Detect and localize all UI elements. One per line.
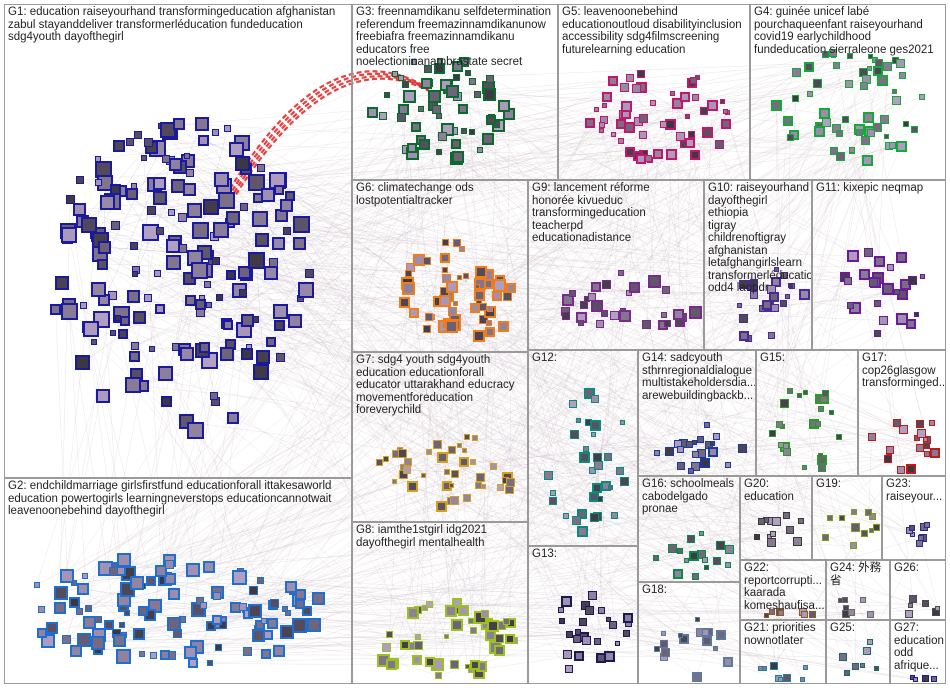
group-box-g2: G2: endchildmarriage girlsfirstfund educ… bbox=[4, 478, 352, 684]
group-label: G17: cop26glasgow transforminged... bbox=[862, 352, 943, 390]
group-box-g12: G12: bbox=[528, 350, 638, 546]
group-box-g1: G1: education raiseyourhand transforming… bbox=[4, 4, 352, 478]
group-label: G8: iamthe1stgirl idg2021 dayofthegirl m… bbox=[356, 524, 525, 549]
group-label: G2: endchildmarriage girlsfirstfund educ… bbox=[8, 480, 349, 518]
group-label: G23: raiseyour... bbox=[886, 478, 943, 503]
group-box-g24: G24: 外務 省 bbox=[826, 560, 890, 620]
group-label: G3: freennamdikanu selfdetermination ref… bbox=[356, 6, 555, 69]
group-box-g22: G22: reportcorrupti... kaarada komeshauf… bbox=[740, 560, 826, 620]
group-label: G16: schoolmeals cabodelgado pronae bbox=[642, 478, 737, 516]
group-box-g19: G19: bbox=[812, 476, 882, 560]
group-label: G22: reportcorrupti... kaarada komeshauf… bbox=[744, 562, 823, 612]
group-label: G27: education odd afrique... bbox=[894, 622, 943, 672]
group-box-g15: G15: bbox=[756, 350, 858, 476]
group-box-g4: G4: guinée unicef labé pourchaqueenfant … bbox=[750, 4, 946, 180]
group-label: G14: sadcyouth sthrnregionaldialogue mul… bbox=[642, 352, 753, 402]
group-label: G5: leavenoonebehind educationoutloud di… bbox=[562, 6, 747, 56]
group-box-g20: G20: education bbox=[740, 476, 812, 560]
group-box-g21: G21: priorities nownotlater bbox=[740, 620, 826, 684]
group-box-g11: G11: kixepic neqmap bbox=[812, 180, 946, 350]
group-box-g7: G7: sdg4 youth sdg4youth education educa… bbox=[352, 352, 528, 522]
group-label: G18: bbox=[642, 584, 737, 597]
group-box-g10: G10: raiseyourhand dayofthegirl ethiopia… bbox=[704, 180, 812, 350]
group-box-g6: G6: climatechange ods lostpotentialtrack… bbox=[352, 180, 528, 352]
group-box-g27: G27: education odd afrique... bbox=[890, 620, 946, 684]
group-label: G4: guinée unicef labé pourchaqueenfant … bbox=[754, 6, 943, 56]
group-label: G6: climatechange ods lostpotentialtrack… bbox=[356, 182, 525, 207]
group-label: G26: bbox=[894, 562, 943, 575]
group-box-g16: G16: schoolmeals cabodelgado pronae bbox=[638, 476, 740, 582]
group-box-g25: G25: bbox=[826, 620, 890, 684]
group-box-g8: G8: iamthe1stgirl idg2021 dayofthegirl m… bbox=[352, 522, 528, 684]
group-box-g26: G26: bbox=[890, 560, 946, 620]
group-box-g3: G3: freennamdikanu selfdetermination ref… bbox=[352, 4, 558, 180]
group-label: G9: lancement réforme honorée kivueduc t… bbox=[532, 182, 701, 245]
group-label: G19: bbox=[816, 478, 879, 491]
group-label: G25: bbox=[830, 622, 887, 635]
group-label: G1: education raiseyourhand transforming… bbox=[8, 6, 349, 44]
group-box-g23: G23: raiseyour... bbox=[882, 476, 946, 560]
group-box-g14: G14: sadcyouth sthrnregionaldialogue mul… bbox=[638, 350, 756, 476]
group-box-g18: G18: bbox=[638, 582, 740, 684]
group-box-g9: G9: lancement réforme honorée kivueduc t… bbox=[528, 180, 704, 350]
group-label: G21: priorities nownotlater bbox=[744, 622, 823, 647]
group-box-g5: G5: leavenoonebehind educationoutloud di… bbox=[558, 4, 750, 180]
group-label: G12: bbox=[532, 352, 635, 365]
group-label: G13: bbox=[532, 548, 635, 561]
group-label: G10: raiseyourhand dayofthegirl ethiopia… bbox=[708, 182, 809, 295]
group-label: G24: 外務 省 bbox=[830, 562, 887, 587]
group-label: G20: education bbox=[744, 478, 809, 503]
group-box-g13: G13: bbox=[528, 546, 638, 684]
group-box-g17: G17: cop26glasgow transforminged... bbox=[858, 350, 946, 476]
group-label: G7: sdg4 youth sdg4youth education educa… bbox=[356, 354, 525, 417]
group-label: G15: bbox=[760, 352, 855, 365]
group-label: G11: kixepic neqmap bbox=[816, 182, 943, 195]
